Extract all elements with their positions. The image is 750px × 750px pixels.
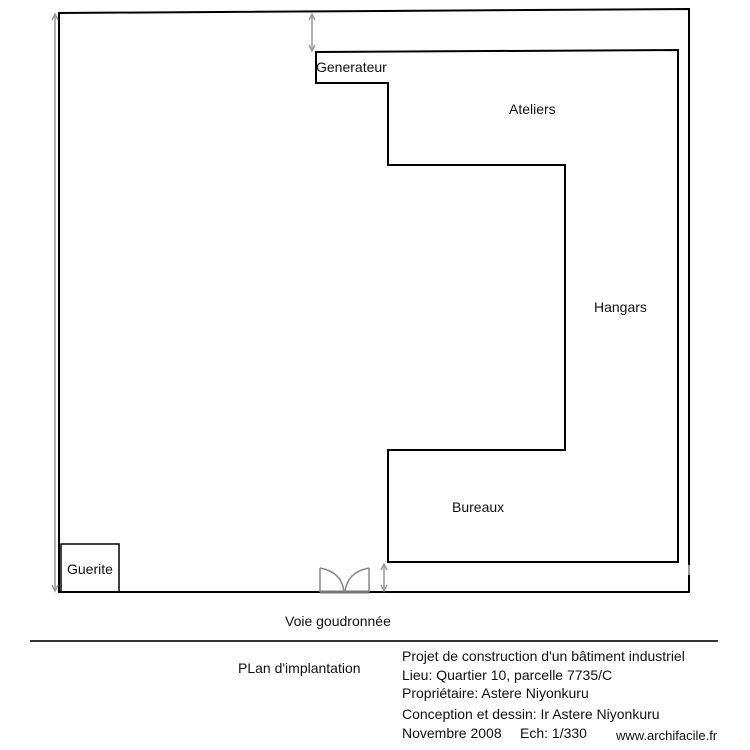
room-label-workshops: Ateliers	[509, 101, 556, 117]
plan-title: PLan d'implantation	[238, 660, 361, 676]
parcel-boundary	[58, 7, 690, 593]
room-label-hangars: Hangars	[594, 299, 647, 315]
location-line: Lieu: Quartier 10, parcelle 7735/C	[402, 667, 613, 683]
building-outline	[315, 48, 679, 563]
dimension-top	[308, 12, 316, 53]
watermark: www.archifacile.fr	[616, 728, 718, 743]
designer-line: Conception et dessin: Ir Astere Niyonkur…	[402, 706, 660, 722]
scale-line: Ech: 1/330	[520, 725, 587, 741]
road-label: Voie goudronnée	[285, 613, 391, 629]
dimension-bottom	[380, 562, 388, 593]
owner-line: Propriétaire: Astere Niyonkuru	[402, 685, 589, 701]
room-label-guardhouse: Guerite	[67, 561, 113, 577]
project-line: Projet de construction d'un bâtiment ind…	[402, 648, 685, 664]
date-line: Novembre 2008	[402, 725, 502, 741]
gate-icon	[319, 567, 370, 594]
guardhouse-outline	[60, 543, 120, 593]
dimension-left	[51, 12, 59, 593]
room-label-generator: Generateur	[316, 59, 387, 75]
room-label-offices: Bureaux	[452, 499, 505, 515]
